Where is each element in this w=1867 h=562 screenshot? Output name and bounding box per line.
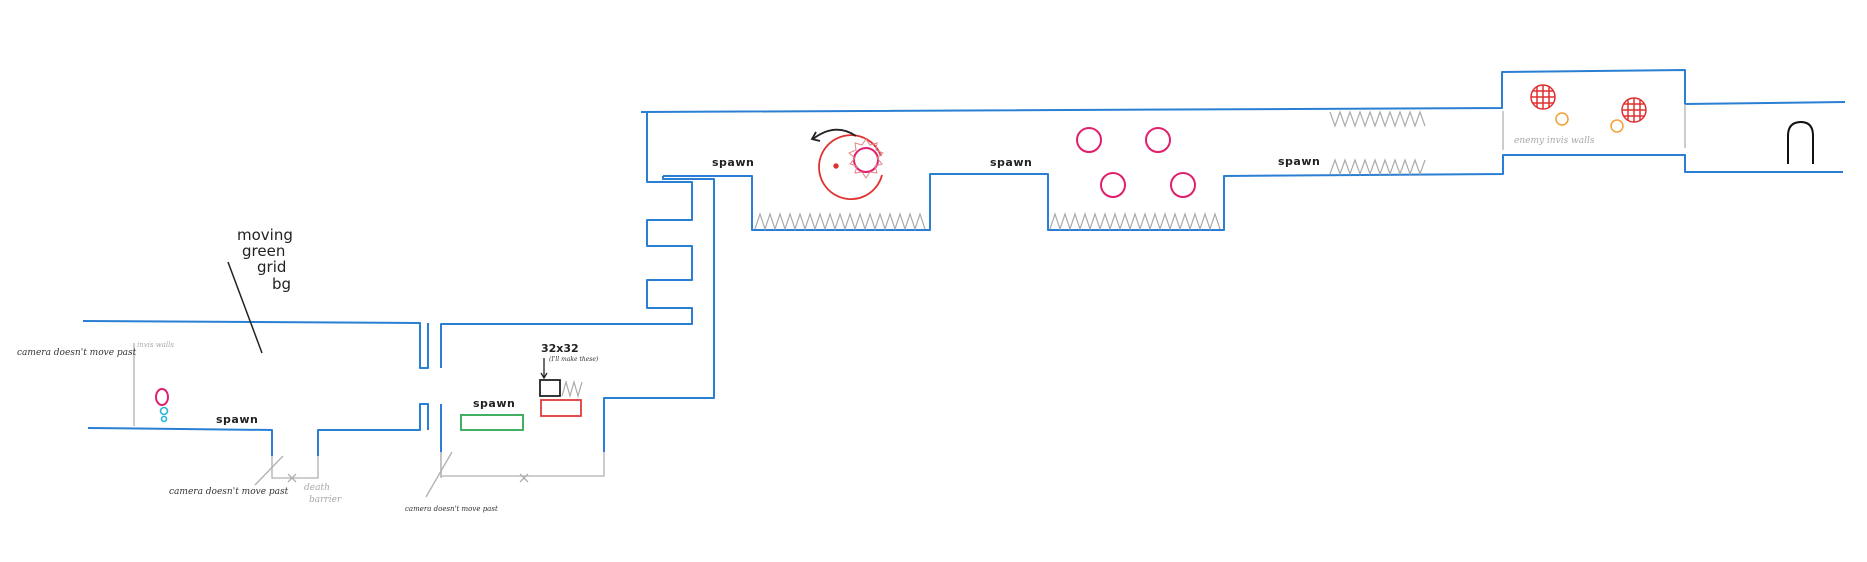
camera-limit-pit2-label: camera doesn't move past (405, 505, 498, 513)
green-platform (460, 414, 524, 431)
room1-floor (87, 427, 273, 456)
moving-bg-note-line1: moving (237, 226, 293, 244)
size-arrow (540, 358, 548, 380)
spawn-label-1: spawn (216, 413, 259, 426)
moving-bg-note-line4: bg (272, 275, 292, 293)
32x32-block (539, 379, 561, 397)
spawn-label-5: spawn (1278, 155, 1321, 168)
guide-lines (133, 104, 1686, 498)
upper-corridor-floor (663, 154, 1843, 231)
hazard-circles (155, 127, 1196, 406)
saw-core (853, 147, 879, 173)
moving-bg-note-line2: green (242, 242, 286, 260)
enemy-red-1 (1530, 84, 1556, 110)
spikes-4 (1329, 158, 1426, 176)
size-subnote-label: (I'll make these) (549, 356, 599, 363)
spike-rows (561, 110, 1426, 399)
hazard-circle-2 (1145, 127, 1171, 153)
room2-right-wall (603, 176, 715, 452)
spikes-2 (1049, 212, 1221, 231)
camera-limit-pit1-label: camera doesn't move past (169, 487, 289, 497)
room2-ceiling (440, 112, 693, 368)
spawn-label-2: spawn (473, 397, 516, 410)
enemy-red-2 (1621, 97, 1647, 123)
death-barrier-label-line1: death (304, 483, 330, 493)
moving-bg-note-line3: grid (257, 258, 287, 276)
room1-floor-right (317, 403, 429, 456)
size-note-label: 32x32 (541, 342, 579, 355)
spikes-small (561, 379, 583, 399)
hazard-circle-3 (1100, 172, 1126, 198)
death-barrier-label-line2: barrier (309, 495, 342, 505)
red-platform (540, 399, 582, 417)
level-walls (82, 69, 1846, 456)
player-marker (155, 388, 169, 406)
player-sprite (159, 406, 169, 423)
camera-limit-left-label: camera doesn't move past (17, 348, 137, 358)
hazard-circle-4 (1170, 172, 1196, 198)
moving-bg-pointer (227, 261, 263, 354)
rotating-hazard (810, 128, 884, 201)
room1-ceiling (82, 320, 429, 369)
invis-walls-label: invis walls (137, 341, 174, 349)
spawn-label-4: spawn (990, 156, 1033, 169)
hazard-circle-1 (1076, 127, 1102, 153)
spikes-3 (1329, 110, 1426, 128)
enemy-orange-2 (1610, 119, 1624, 133)
enemy-orange-1 (1555, 112, 1569, 126)
exit-door (1787, 120, 1814, 164)
spawn-label-3: spawn (712, 156, 755, 169)
upper-corridor-ceiling (640, 69, 1846, 113)
enemy-invis-walls-label: enemy invis walls (1514, 136, 1595, 146)
enemy-orbs (1530, 84, 1647, 133)
spikes-1 (754, 212, 926, 231)
